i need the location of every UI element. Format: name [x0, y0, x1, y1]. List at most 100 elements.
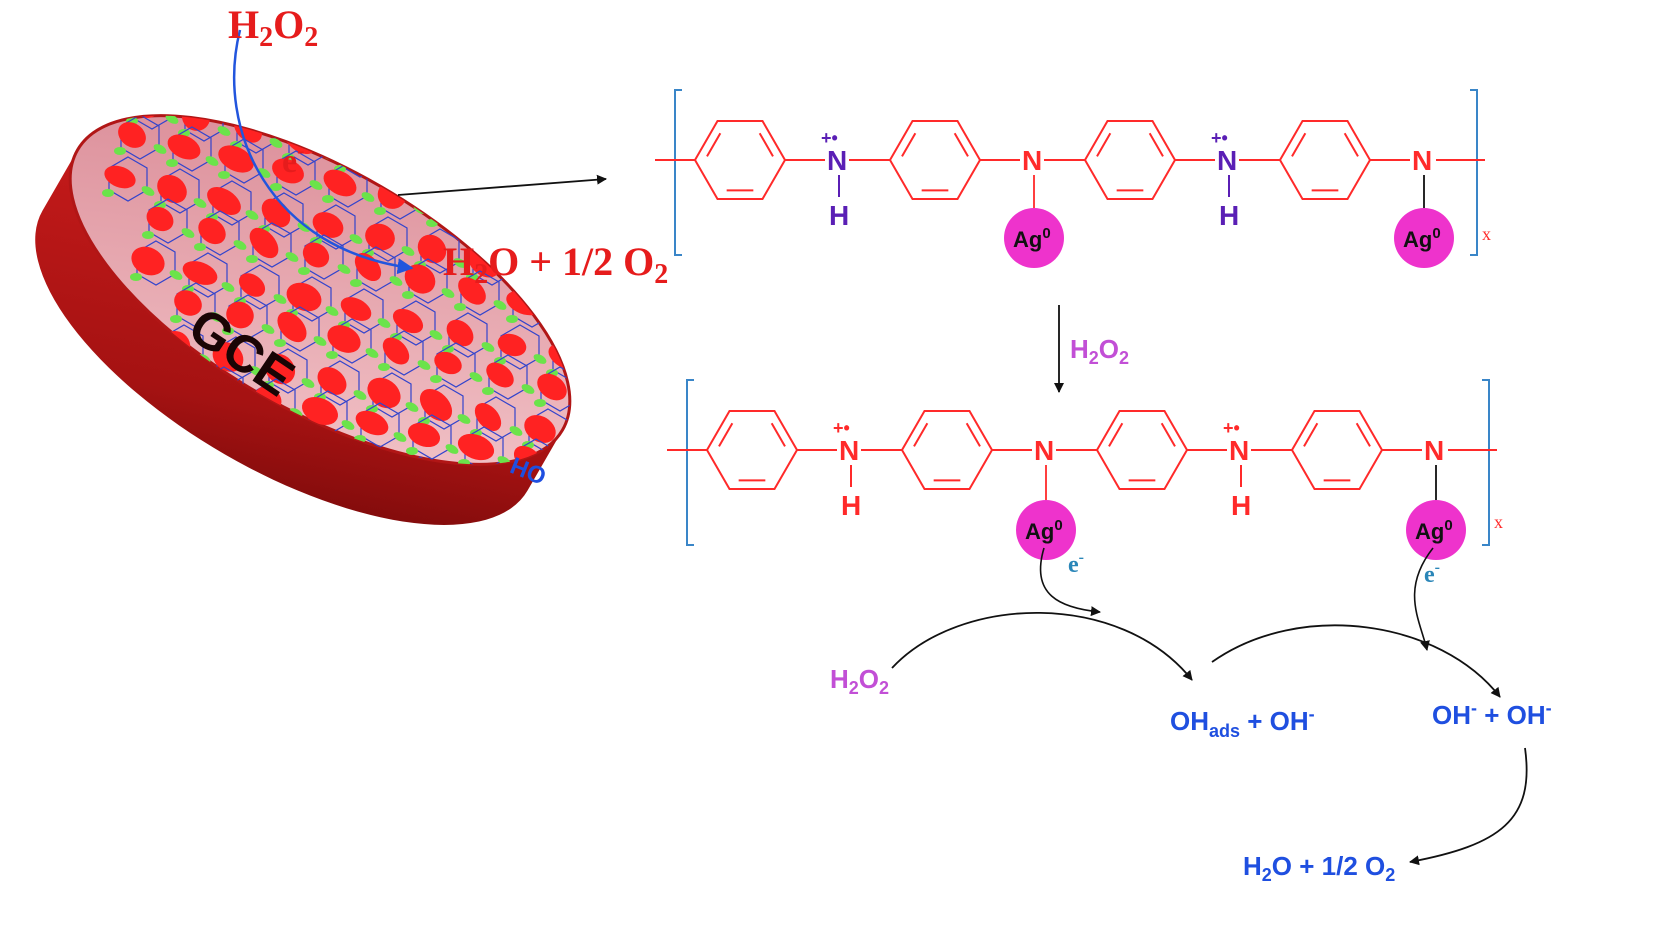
carbon-dot	[309, 180, 323, 190]
oxygen-dot	[497, 333, 527, 357]
oxygen-dot	[575, 426, 609, 456]
carbon-dot	[113, 102, 127, 112]
oxygen-dot	[457, 433, 495, 461]
oxygen-dot	[486, 362, 514, 388]
carbon-dot	[233, 240, 247, 250]
carbon-dot	[601, 480, 615, 490]
benzene-ring	[888, 120, 982, 200]
carbon-dot	[273, 294, 287, 304]
double-bond	[1291, 132, 1307, 157]
h2o2-to-intermediate-arrow	[891, 611, 1193, 681]
carbon-dot	[602, 537, 614, 545]
graphene-hexagon	[608, 504, 623, 534]
oxygen-dot	[104, 165, 136, 189]
double-bond	[1096, 132, 1112, 157]
oxygen-dot	[537, 373, 567, 401]
carbon-dot	[130, 273, 142, 281]
oxygen-dot	[238, 273, 266, 297]
carbon-dot	[517, 228, 531, 238]
oxygen-dot	[434, 351, 462, 375]
nitrogen-atom: N	[1034, 435, 1054, 466]
oxygen-dot	[146, 206, 174, 232]
carbon-dot	[521, 384, 535, 394]
carbon-dot	[322, 195, 334, 203]
oxygen-dot	[474, 403, 502, 431]
double-bond	[718, 422, 734, 447]
oxygen-dot	[407, 422, 441, 448]
graphene-hexagon	[228, 294, 268, 340]
carbon-dot	[453, 258, 467, 268]
carbon-dot	[441, 288, 455, 298]
carbon-dot	[142, 231, 154, 239]
intermediate-to-hydroxide-arrow	[1211, 624, 1501, 698]
oxygen-dot	[327, 325, 361, 353]
graphene-hexagon	[392, 144, 432, 190]
carbon-dot	[165, 114, 179, 124]
carbon-dot	[586, 411, 598, 419]
carbon-dot	[430, 375, 442, 383]
carbon-dot	[221, 282, 235, 292]
double-bond	[706, 132, 722, 157]
silver-nanoparticle	[1016, 500, 1076, 560]
carbon-dot	[269, 138, 283, 148]
oxygen-dot	[157, 174, 187, 204]
carbon-dot	[640, 532, 656, 546]
oxygen-dot	[387, 152, 421, 178]
pointer-arrow	[397, 174, 607, 196]
carbon-dot	[402, 291, 414, 299]
carbon-dot	[170, 315, 182, 323]
graphene-hexagon	[304, 234, 344, 280]
graphene-hexagon	[436, 342, 476, 388]
carbon-dot	[624, 406, 640, 420]
oxygen-dot	[264, 353, 296, 385]
oxygen-dot	[614, 468, 623, 498]
repeat-subscript: x	[1494, 512, 1503, 532]
oxygen-dot	[249, 227, 279, 259]
hydroxides-label: OH- + OH-	[1432, 698, 1552, 730]
carbon-dot	[353, 390, 367, 400]
nitrogen-atom: N	[1412, 145, 1432, 176]
carbon-dot	[246, 255, 258, 263]
repeat-bracket-right	[1470, 89, 1478, 256]
ag1-electron-arrow	[1039, 547, 1101, 617]
radical-cation: +•	[833, 418, 850, 438]
ag2-electron-label: e-	[1424, 559, 1440, 588]
carbon-dot	[533, 354, 547, 364]
oxygen-dot	[312, 212, 344, 238]
carbon-dot	[361, 192, 375, 202]
carbon-dot	[181, 228, 195, 238]
carbon-dot	[417, 360, 431, 370]
oxygen-dot	[367, 377, 401, 409]
graphene-hexagon	[592, 378, 623, 424]
carbon-dot	[613, 450, 623, 460]
oxygen-dot	[323, 169, 357, 197]
double-bond	[965, 422, 981, 447]
carbon-dot	[558, 327, 570, 335]
oxygen-dot	[118, 122, 146, 148]
nitrogen-atom: N	[1022, 145, 1042, 176]
double-bond	[913, 422, 929, 447]
carbon-dot	[298, 267, 310, 275]
graphene-hexagon	[148, 198, 188, 244]
graphene-hexagon	[80, 72, 120, 118]
carbon-dot	[186, 441, 198, 449]
benzene-ring	[705, 410, 799, 490]
oxygen-dot	[286, 282, 322, 312]
carbon-dot	[245, 210, 259, 220]
carbon-dot	[209, 312, 223, 322]
carbon-dot	[169, 270, 183, 280]
graphene-hexagon	[444, 156, 484, 202]
benzene-ring	[1083, 120, 1177, 200]
repeat-bracket-right	[1482, 379, 1490, 546]
oxygen-dot	[76, 79, 108, 107]
double-bond	[758, 132, 774, 157]
carbon-dot	[261, 324, 275, 334]
carbon-dot	[482, 387, 494, 395]
carbon-dot	[442, 345, 454, 353]
nitrogen-atom: N	[1217, 145, 1237, 176]
oxygen-dot	[212, 342, 244, 372]
graphene-hexagon	[564, 294, 604, 340]
carbon-dot	[386, 177, 398, 185]
oxygen-dot	[417, 234, 447, 264]
intermediate-label: OHads + OH-	[1170, 704, 1315, 741]
